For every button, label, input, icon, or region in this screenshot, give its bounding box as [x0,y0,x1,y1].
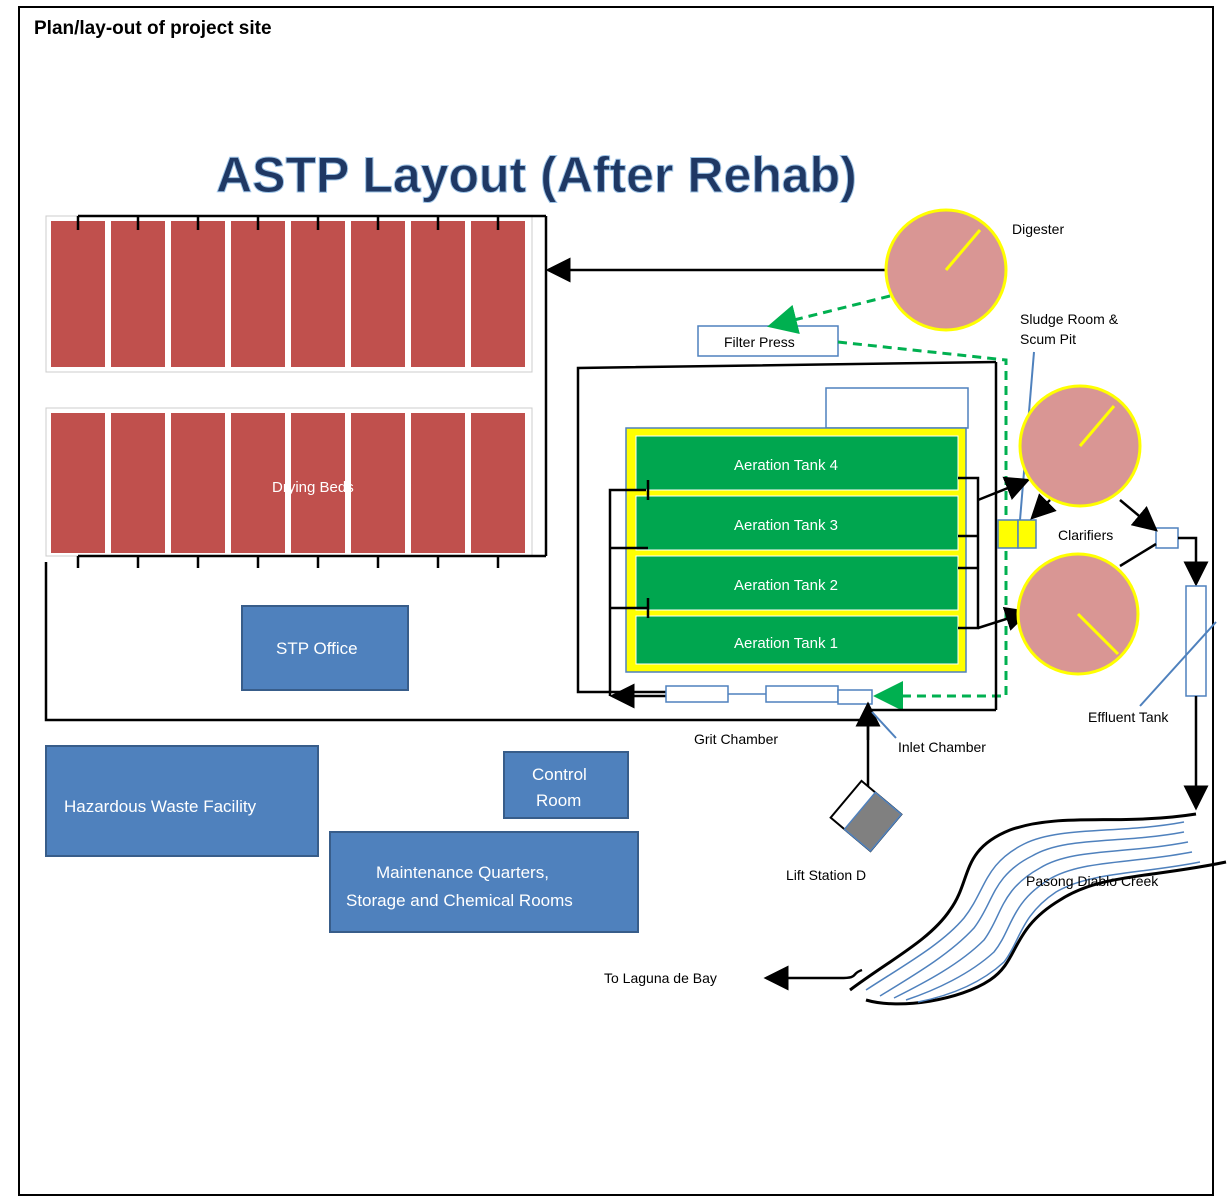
aeration-inlet-manifold [608,480,666,709]
blank-box [825,387,969,429]
sludge-room-label: Sludge Room & [1020,311,1119,327]
drying-beds-top [45,215,533,373]
aeration-tank-3-label: Aeration Tank 3 [734,517,838,534]
drying-beds-label: Drying Beds [272,479,354,496]
to-effluent-arrow [1178,536,1209,587]
control-room [503,751,629,819]
control-room-label-1: Control [532,765,587,784]
to-laguna-label: To Laguna de Bay [604,970,717,986]
control-room-label-2: Room [536,791,581,810]
clarifier-outlet-box [1155,527,1179,549]
lift-station [829,779,903,853]
clarifier-top [1018,384,1142,508]
hazardous-label: Hazardous Waste Facility [64,797,257,816]
grit-chamber-1 [665,685,729,703]
layout-frame: Plan/lay-out of project site [18,6,1214,1196]
clarifier-bottom-outlet [1119,542,1157,568]
clarifier-top-outlet [1119,499,1158,532]
scum-pit-box [1017,519,1037,549]
stp-office [241,605,409,691]
hazardous-waste-facility [45,745,319,857]
sludge-room-box [997,519,1019,549]
page-title: Plan/lay-out of project site [34,18,272,39]
effluent-tank [1185,585,1207,697]
grit-chamber-label: Grit Chamber [694,731,778,747]
filter-press-label: Filter Press [724,334,795,350]
digester-to-filter-dash [767,294,891,335]
inlet-chamber [837,689,873,705]
drying-beds-bottom: Drying Beds [45,407,533,557]
aeration-tank-4-label: Aeration Tank 4 [734,457,838,474]
maintenance-label-1: Maintenance Quarters, [376,863,549,882]
digester [884,208,1008,332]
scum-pit-label: Scum Pit [1020,331,1076,347]
to-laguna-arrow [763,965,863,991]
clarifier-to-sludge-arrow [1030,493,1057,520]
creek [849,812,1227,1006]
aeration-tank-3 [635,495,959,551]
beds-return-line [44,562,868,722]
inlet-pointer [871,711,897,739]
header-cell: Plan/lay-out of project site [20,8,1212,48]
digester-label: Digester [1012,221,1064,237]
creek-label: Pasong Diablo Creek [1026,873,1159,889]
stp-office-label: STP Office [276,639,358,658]
grit-chamber-2 [765,685,839,703]
clarifier-bottom [1016,552,1140,676]
aeration-tank-4 [635,435,959,491]
effluent-tank-label: Effluent Tank [1088,709,1169,725]
maintenance-quarters [329,831,639,933]
effluent-pointer [1139,621,1217,707]
clarifiers-label: Clarifiers [1058,527,1113,543]
maintenance-label-2: Storage and Chemical Rooms [346,891,573,910]
aeration-tank-2 [635,555,959,611]
inlet-chamber-label: Inlet Chamber [898,739,986,755]
lift-station-label: Lift Station D [786,867,866,883]
aeration-tank-2-label: Aeration Tank 2 [734,577,838,594]
aeration-tank-1 [635,615,959,665]
diagram-title: ASTP Layout (After Rehab) [216,147,857,203]
aeration-tank-1-label: Aeration Tank 1 [734,635,838,652]
